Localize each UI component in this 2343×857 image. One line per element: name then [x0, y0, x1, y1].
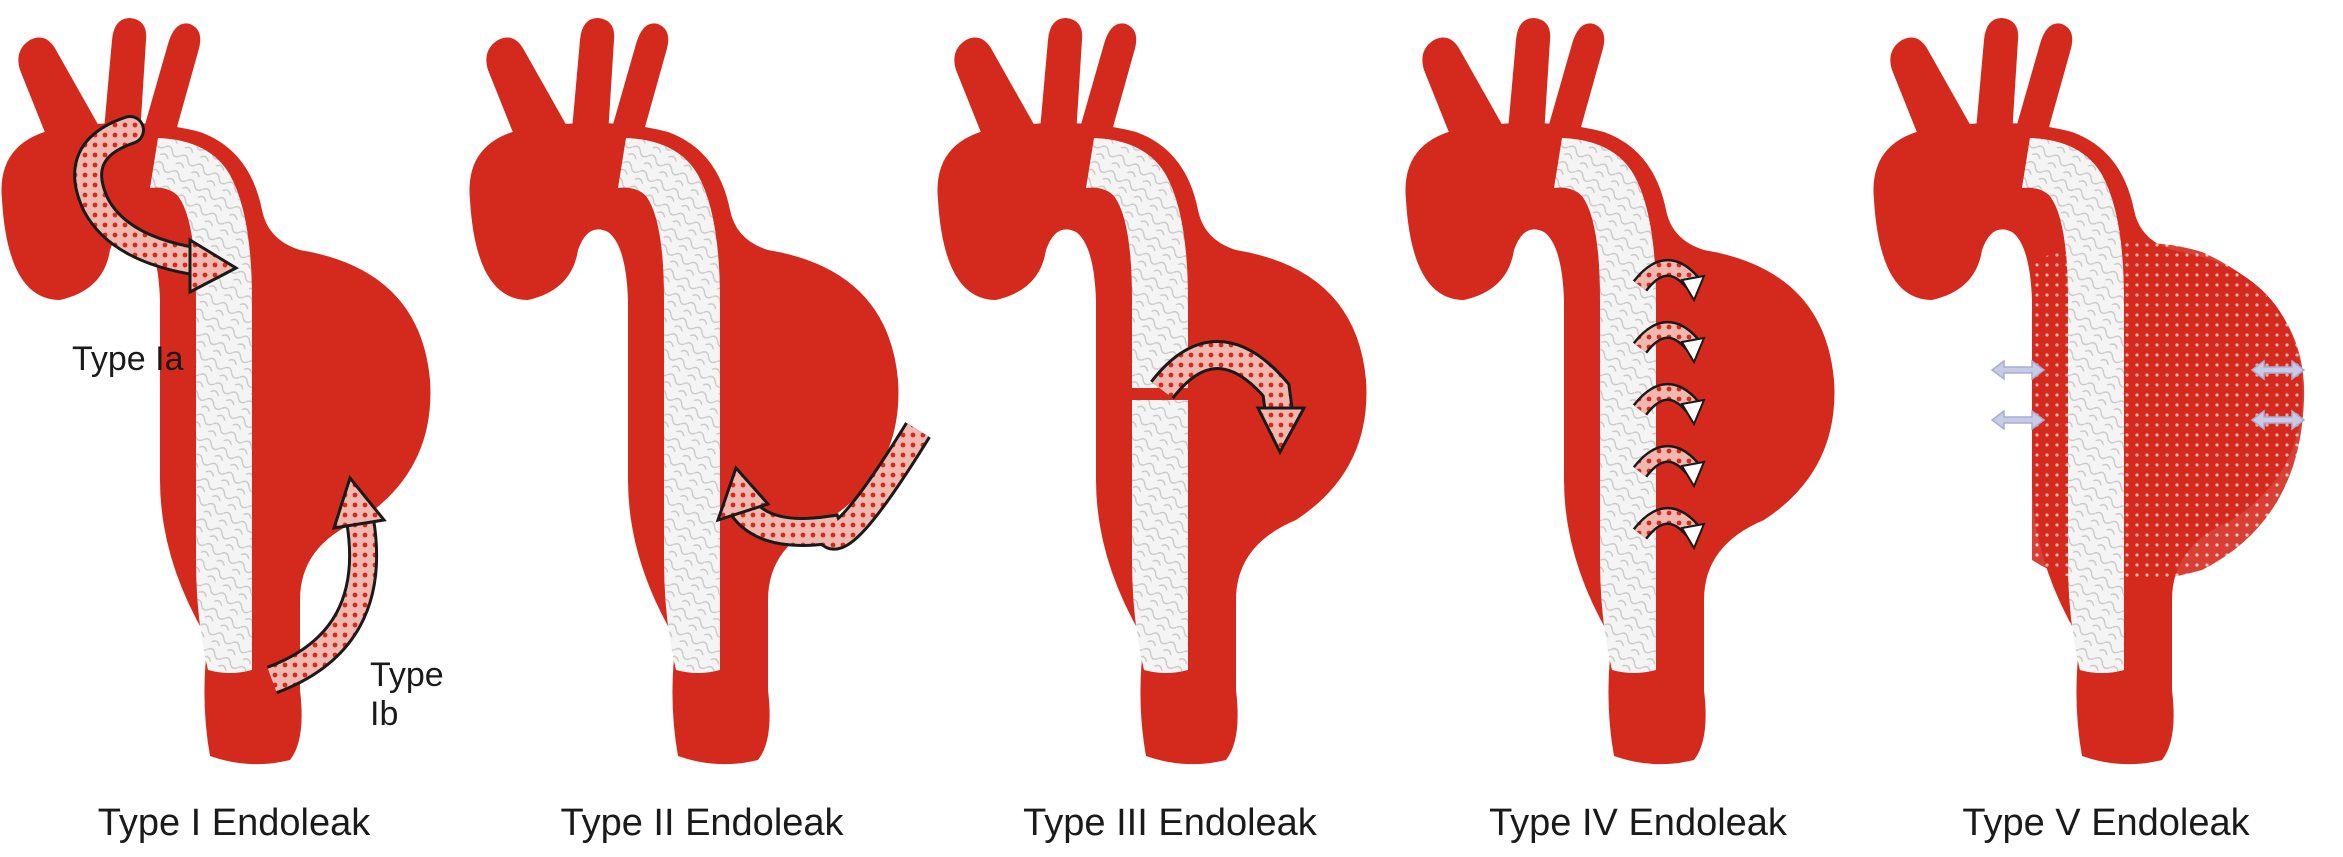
panel-type-ii: Type II Endoleak — [468, 0, 936, 857]
panel-type-iii: Type III Endoleak — [936, 0, 1404, 857]
caption-type-i: Type I Endoleak — [0, 802, 468, 845]
type-ia-label: Type Ia — [72, 340, 184, 379]
type-v-diagram — [1872, 0, 2340, 790]
type-iii-diagram — [936, 0, 1404, 790]
type-ii-diagram — [468, 0, 936, 790]
panel-type-v: Type V Endoleak — [1872, 0, 2340, 857]
caption-type-ii: Type II Endoleak — [468, 802, 936, 845]
type-iv-diagram — [1404, 0, 1872, 790]
caption-type-v: Type V Endoleak — [1872, 802, 2340, 845]
caption-type-iv: Type IV Endoleak — [1404, 802, 1872, 845]
type-ib-label: Type Ib — [370, 656, 468, 734]
caption-type-iii: Type III Endoleak — [936, 802, 1404, 845]
panel-type-iv: Type IV Endoleak — [1404, 0, 1872, 857]
panel-type-i: Type Ia Type Ib Type I Endoleak — [0, 0, 468, 857]
